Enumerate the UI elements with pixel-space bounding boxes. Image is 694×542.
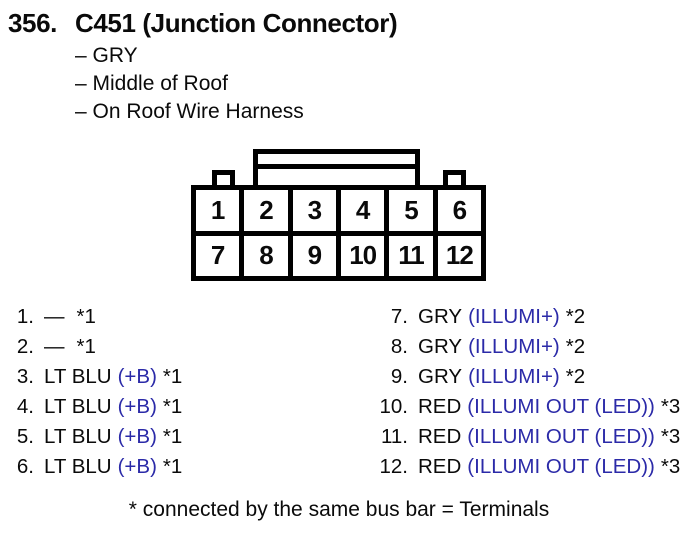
bus-bar-footnote: * connected by the same bus bar = Termin… <box>128 498 550 521</box>
pin-list-right: 7. GRY (ILLUMI+) *2 8. GRY (ILLUMI+) *2 … <box>368 302 681 482</box>
pin-signal: (ILLUMI OUT (LED)) <box>467 455 655 478</box>
connector-pin-cell: 2 <box>244 190 288 231</box>
connector-latch-line <box>258 164 415 169</box>
pin-number: 3. <box>16 365 34 388</box>
connector-pin-cell: 12 <box>437 235 481 276</box>
pin-number: 8. <box>390 335 408 358</box>
pin-row: 10. RED (ILLUMI OUT (LED)) *3 <box>368 392 681 422</box>
pin-wire: RED <box>418 425 462 448</box>
pin-signal: (ILLUMI OUT (LED)) <box>467 395 655 418</box>
pin-signal: (+B) <box>117 425 157 448</box>
pin-note: *3 <box>660 455 681 478</box>
pin-wire: LT BLU <box>44 455 112 478</box>
pin-row: 4. LT BLU (+B) *1 <box>0 392 182 422</box>
pin-row: 5. LT BLU (+B) *1 <box>0 422 182 452</box>
pin-note: *1 <box>76 305 96 328</box>
connector-pin-cell: 8 <box>244 235 288 276</box>
pin-signal: (+B) <box>117 455 157 478</box>
pin-wire: LT BLU <box>44 425 112 448</box>
connector-heading: 356. C451 (Junction Connector) <box>8 8 398 39</box>
pin-signal: (+B) <box>117 365 157 388</box>
detail-line-color: – GRY <box>75 44 138 67</box>
connector-pin-cell: 3 <box>292 190 336 231</box>
pin-note: *1 <box>162 455 183 478</box>
pin-wire: — <box>44 305 65 328</box>
pin-signal: (ILLUMI+) <box>468 305 560 328</box>
connector-pin-cell: 10 <box>340 235 385 276</box>
pin-number: 6. <box>16 455 34 478</box>
pin-wire: RED <box>418 395 462 418</box>
pin-number: 4. <box>16 395 34 418</box>
item-number: 356. <box>8 8 58 38</box>
pin-row: 2. — *1 <box>0 332 182 362</box>
pin-row: 8. GRY (ILLUMI+) *2 <box>368 332 680 362</box>
pin-row: 11. RED (ILLUMI OUT (LED)) *3 <box>368 422 680 452</box>
pin-wire: RED <box>418 455 462 478</box>
pin-wire: LT BLU <box>44 395 112 418</box>
pin-number: 5. <box>16 425 34 448</box>
pin-number: 12. <box>379 455 409 478</box>
connector-pin-cell: 7 <box>196 235 240 276</box>
pin-note: *1 <box>162 395 183 418</box>
pin-number: 9. <box>390 365 408 388</box>
pin-note: *2 <box>565 335 586 358</box>
pin-row: 3. LT BLU (+B) *1 <box>0 362 182 392</box>
pin-row: 1. — *1 <box>0 302 182 332</box>
page-title: C451 (Junction Connector) <box>75 8 398 38</box>
pin-signal: (ILLUMI+) <box>468 335 560 358</box>
pin-number: 10. <box>379 395 409 418</box>
connector-pin-cell: 9 <box>292 235 336 276</box>
connector-latch <box>253 149 420 190</box>
pin-note: *3 <box>660 425 681 448</box>
connector-pin-cell: 11 <box>389 235 433 276</box>
connector-body: 1 2 3 4 5 6 7 8 9 10 11 12 <box>191 185 486 281</box>
pin-note: *2 <box>565 305 586 328</box>
pin-number: 2. <box>16 335 34 358</box>
detail-line-harness: – On Roof Wire Harness <box>75 100 304 123</box>
pin-note: *3 <box>660 395 681 418</box>
connector-diagram: 1 2 3 4 5 6 7 8 9 10 11 12 <box>191 149 486 281</box>
pin-signal: (ILLUMI OUT (LED)) <box>467 425 655 448</box>
pin-number: 1. <box>16 305 34 328</box>
connector-details: – GRY – Middle of Roof – On Roof Wire Ha… <box>75 42 304 126</box>
pin-row: 6. LT BLU (+B) *1 <box>0 452 182 482</box>
connector-pin-cell: 4 <box>340 190 385 231</box>
pin-signal: (+B) <box>117 395 157 418</box>
pin-list-left: 1. — *1 2. — *1 3. LT BLU (+B) *1 4. LT … <box>0 302 182 482</box>
pin-wire: GRY <box>418 305 463 328</box>
detail-line-location: – Middle of Roof <box>75 72 228 95</box>
connector-pin-cell: 6 <box>437 190 481 231</box>
pin-number: 11. <box>381 425 408 448</box>
pin-wire: GRY <box>418 365 463 388</box>
connector-pin-cell: 1 <box>196 190 240 231</box>
pin-wire: GRY <box>418 335 463 358</box>
pin-note: *1 <box>76 335 96 358</box>
pin-wire: — <box>44 335 65 358</box>
pin-note: *1 <box>162 425 183 448</box>
connector-pin-cell: 5 <box>389 190 433 231</box>
pin-row: 9. GRY (ILLUMI+) *2 <box>368 362 680 392</box>
pin-row: 7. GRY (ILLUMI+) *2 <box>368 302 680 332</box>
pin-number: 7. <box>390 305 408 328</box>
pin-row: 12. RED (ILLUMI OUT (LED)) *3 <box>368 452 681 482</box>
pin-wire: LT BLU <box>44 365 112 388</box>
pin-note: *1 <box>162 365 183 388</box>
pin-note: *2 <box>565 365 586 388</box>
pin-signal: (ILLUMI+) <box>468 365 560 388</box>
